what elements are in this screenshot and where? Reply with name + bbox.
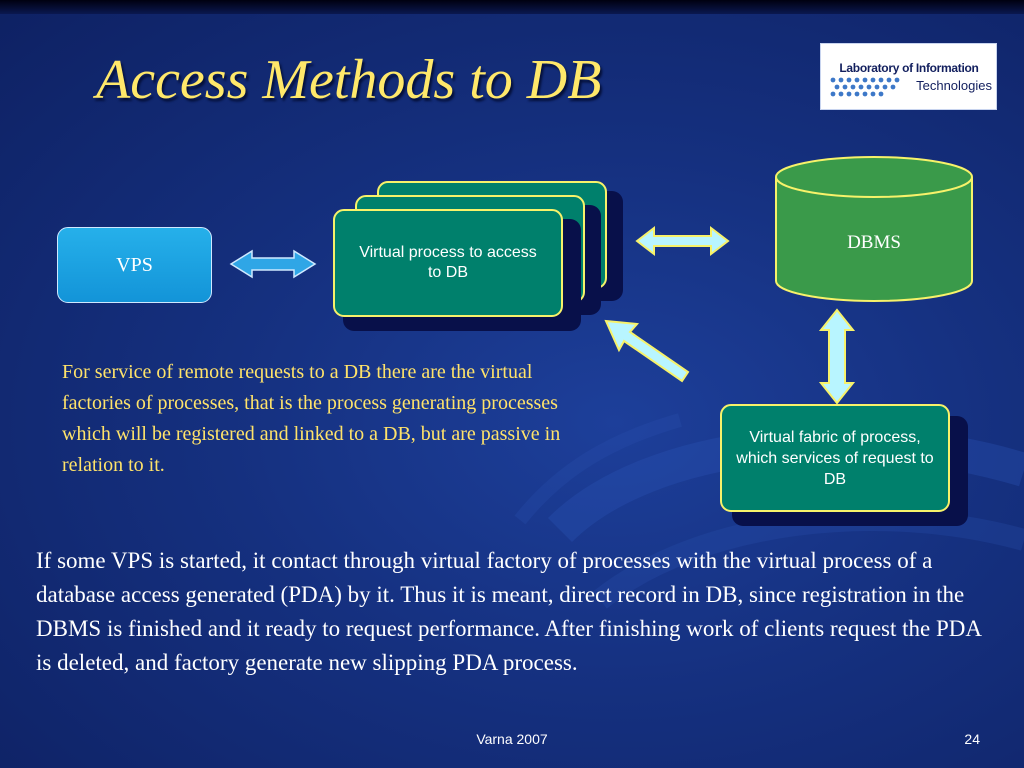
vps-label: VPS bbox=[116, 254, 153, 276]
vps-box: VPS bbox=[57, 227, 212, 303]
vps-process-double-arrow-icon bbox=[229, 249, 317, 279]
lab-logo: Laboratory of Information Technologies bbox=[820, 43, 997, 110]
logo-dots-icon bbox=[830, 77, 900, 97]
note-paragraph: For service of remote requests to a DB t… bbox=[62, 361, 561, 476]
virtual-process-label: Virtual process to access to DB bbox=[359, 244, 537, 281]
page-number: 24 bbox=[964, 731, 980, 747]
logo-text-line1: Laboratory of Information bbox=[839, 61, 979, 75]
fabric-to-process-arrow-icon bbox=[604, 319, 690, 383]
footer-location: Varna 2007 bbox=[476, 731, 548, 747]
logo-text-line2: Technologies bbox=[916, 78, 992, 93]
virtual-process-box: Virtual process to access to DB bbox=[333, 209, 563, 317]
process-dbms-double-arrow-icon bbox=[635, 225, 730, 257]
virtual-fabric-box: Virtual fabric of process, which service… bbox=[720, 404, 950, 512]
dbms-cylinder bbox=[775, 156, 973, 302]
virtual-fabric-label: Virtual fabric of process, which service… bbox=[736, 428, 934, 488]
dbms-fabric-double-arrow-icon bbox=[818, 308, 856, 405]
top-bar bbox=[0, 0, 1024, 14]
slide-title: Access Methods to DB bbox=[96, 49, 602, 111]
body-paragraph: If some VPS is started, it contact throu… bbox=[36, 548, 981, 675]
dbms-label: DBMS bbox=[847, 232, 901, 253]
